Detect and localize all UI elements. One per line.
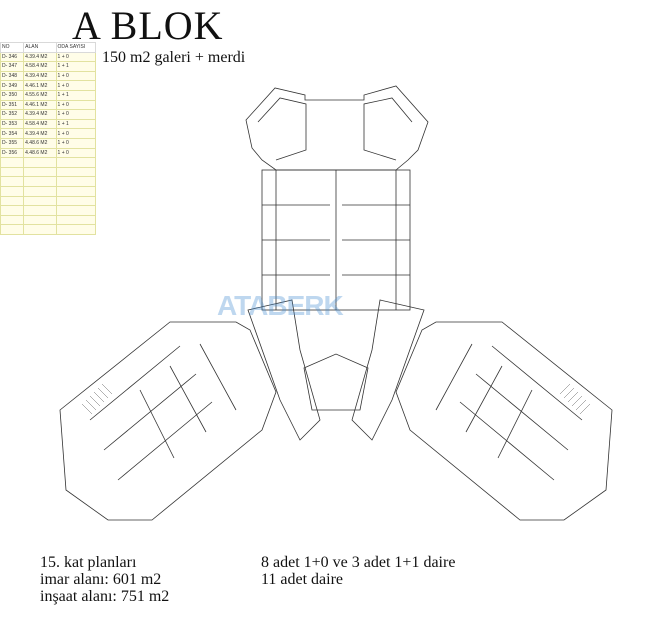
plan-central-rooms-right <box>342 170 410 310</box>
plan-core-right <box>351 299 425 441</box>
floor-info: 15. kat planları imar alanı: 601 m2 inşa… <box>40 554 169 605</box>
plan-stairs-left <box>81 383 113 415</box>
plan-central-rooms-left <box>262 170 330 310</box>
plan-right-wing <box>395 321 613 521</box>
plan-stairs-right <box>559 383 591 415</box>
unit-table-empty-row <box>0 224 97 235</box>
unit-table-empty-row <box>0 205 97 216</box>
unit-empty-cell <box>55 224 97 235</box>
plan-left-wing-inner <box>89 343 237 481</box>
floor-label: 15. kat planları <box>40 554 137 571</box>
plan-core <box>247 299 321 441</box>
plan-right-wing-inner <box>435 343 583 481</box>
zoning-area: imar alanı: 601 m2 <box>40 571 162 588</box>
block-subtitle: 150 m2 galeri + merdi <box>102 49 246 66</box>
unit-total: 11 adet daire <box>261 571 344 588</box>
unit-breakdown: 8 adet 1+0 ve 3 adet 1+1 daire <box>261 554 456 571</box>
watermark: ATABERK <box>217 290 344 321</box>
unit-summary: 8 adet 1+0 ve 3 adet 1+1 daire 11 adet d… <box>261 554 455 588</box>
plan-left-wing <box>59 321 277 521</box>
plan-top-crown-inner <box>257 97 413 161</box>
construction-area: inşaat alanı: 751 m2 <box>40 588 170 605</box>
plan-gallery <box>303 353 369 411</box>
unit-empty-cell <box>23 224 57 235</box>
block-title: A BLOK <box>72 3 224 48</box>
unit-table-header: NO ALAN ODA SAYISI <box>0 42 97 53</box>
plan-top-crown <box>245 85 429 171</box>
